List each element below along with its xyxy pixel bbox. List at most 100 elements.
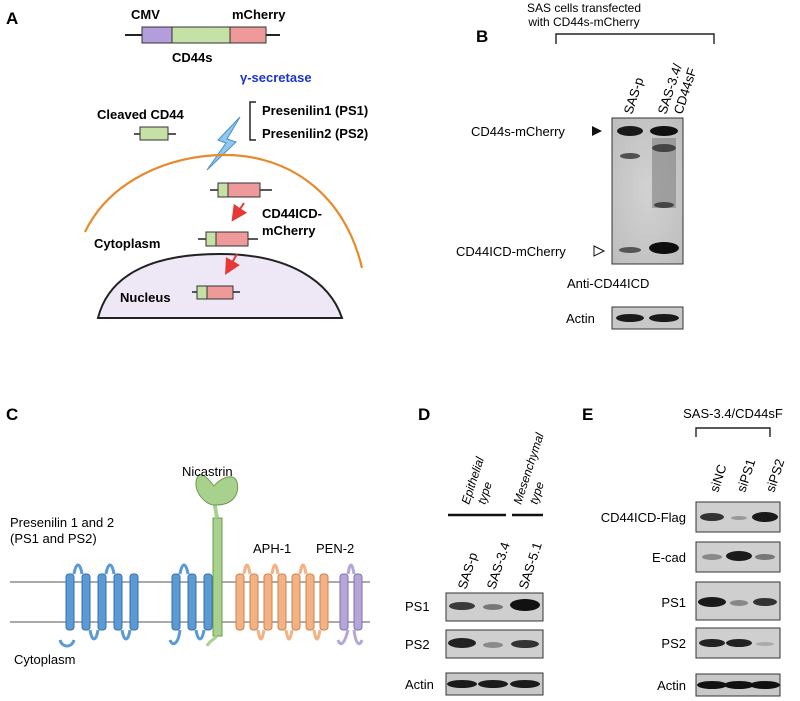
row-label-e: CD44ICD-Flag <box>601 510 686 525</box>
aph1-protein <box>235 563 329 641</box>
band <box>483 604 503 610</box>
blot-ps1-d <box>445 592 544 622</box>
panel-b-bracket <box>555 33 715 44</box>
band <box>730 600 748 606</box>
ps2-label: Presenilin2 (PS2) <box>262 126 368 141</box>
band <box>478 680 508 688</box>
nicastrin-protein <box>195 474 239 647</box>
aph1-label: APH-1 <box>253 541 291 556</box>
band <box>654 202 674 208</box>
cmv-segment <box>141 26 173 44</box>
band <box>649 314 679 322</box>
band <box>510 680 540 688</box>
panel-b: SAS cells transfected with CD44s-mCherry… <box>456 1 715 330</box>
antibody-label: Anti-CD44ICD <box>567 276 649 291</box>
panel-e: SAS-3.4/CD44sF siNC siPS1 siPS2 <box>601 406 787 697</box>
gamma-secretase-label: γ-secretase <box>240 70 312 85</box>
band <box>700 513 724 521</box>
band <box>724 681 754 689</box>
cleaved-cd44-fragment <box>134 126 176 141</box>
actin-label-b: Actin <box>566 311 595 326</box>
row-label-e: PS1 <box>661 595 686 610</box>
band <box>620 153 640 159</box>
epithelial-label-line2: type <box>475 480 495 506</box>
blot-ps1-e <box>695 581 781 621</box>
panel-d: Epithelial type Mesenchymal type SAS-p S… <box>405 431 547 696</box>
blot-actin-d <box>445 672 544 696</box>
lane-label-d: SAS-p <box>455 551 481 591</box>
band <box>649 242 679 254</box>
band <box>617 126 643 136</box>
band <box>699 639 725 647</box>
cd44icd-label-line1: CD44ICD- <box>262 206 322 221</box>
row-label-d: Actin <box>405 677 434 692</box>
panel-b-header-line1: SAS cells transfected <box>527 1 641 15</box>
blot-ps2-d <box>445 629 544 659</box>
presenilin-bracket <box>249 101 256 141</box>
row-label-d: PS1 <box>405 599 430 614</box>
filled-triangle-icon <box>592 126 602 136</box>
row-label-e: PS2 <box>661 636 686 651</box>
band <box>756 642 774 646</box>
blot-cd44icd-flag <box>695 501 781 533</box>
nicastrin-label: Nicastrin <box>182 464 233 479</box>
cd44s-construct <box>125 26 280 44</box>
band <box>447 680 477 688</box>
lane-label-e: siNC <box>707 462 730 493</box>
presenilin-protein <box>168 563 213 646</box>
nucleus-label: Nucleus <box>120 290 171 305</box>
panel-c: Nicastrin Presenilin 1 and 2 (PS1 and PS… <box>10 464 370 667</box>
band <box>726 551 752 561</box>
presenilin-label-line1: Presenilin 1 and 2 <box>10 515 114 530</box>
band <box>755 554 775 560</box>
band <box>697 681 727 689</box>
band <box>750 681 780 689</box>
cell-membrane <box>84 153 364 269</box>
lightning-bolt-icon <box>206 116 241 171</box>
lane-label-sas-p: SAS-p <box>621 76 647 116</box>
lane-label-d: SAS-3.4 <box>484 540 513 591</box>
mesenchymal-label-line2: type <box>527 480 547 506</box>
ps1-label: Presenilin1 (PS1) <box>262 103 368 118</box>
band <box>650 126 678 136</box>
band <box>616 314 644 322</box>
icd-fragment-nucleus <box>192 285 240 300</box>
panel-a: CMV mCherry CD44s γ-secretase Presenilin… <box>84 7 368 319</box>
blot-actin-e <box>695 673 781 697</box>
red-arrow-icon <box>231 202 248 222</box>
band-label-cd44s-mcherry: CD44s-mCherry <box>471 124 565 139</box>
panel-e-header: SAS-3.4/CD44sF <box>683 406 783 421</box>
band <box>510 599 540 611</box>
band <box>753 598 777 606</box>
band <box>449 602 475 610</box>
red-arrow-icon <box>225 253 240 275</box>
band <box>731 516 747 520</box>
cleaved-cd44-label: Cleaved CD44 <box>97 107 184 122</box>
lane-label-e: siPS1 <box>734 457 759 494</box>
mcherry-label: mCherry <box>232 7 286 22</box>
band <box>448 638 476 648</box>
band <box>698 597 726 607</box>
cd44s-label: CD44s <box>172 50 212 65</box>
presenilin-label-line2: (PS1 and PS2) <box>10 531 97 546</box>
band-label-cd44icd-mcherry: CD44ICD-mCherry <box>456 244 566 259</box>
band <box>726 639 752 647</box>
icd-fragment-membrane <box>210 182 272 198</box>
panel-e-bracket <box>695 427 771 437</box>
blot-anti-cd44icd <box>611 117 684 265</box>
panel-label-a: A <box>6 9 18 28</box>
icd-fragment-cytoplasm <box>198 231 258 247</box>
presenilin-protein <box>58 563 139 648</box>
row-label-e: E-cad <box>652 550 686 565</box>
pen2-protein <box>336 563 364 646</box>
band <box>752 512 778 522</box>
lane-label-d: SAS-5.1 <box>516 540 545 591</box>
cytoplasm-label: Cytoplasm <box>94 236 160 251</box>
blot-ps2-e <box>695 627 781 659</box>
row-label-e: Actin <box>657 678 686 693</box>
panel-label-b: B <box>476 27 488 46</box>
pen2-label: PEN-2 <box>316 541 354 556</box>
cmv-label: CMV <box>131 7 160 22</box>
band <box>702 554 722 560</box>
